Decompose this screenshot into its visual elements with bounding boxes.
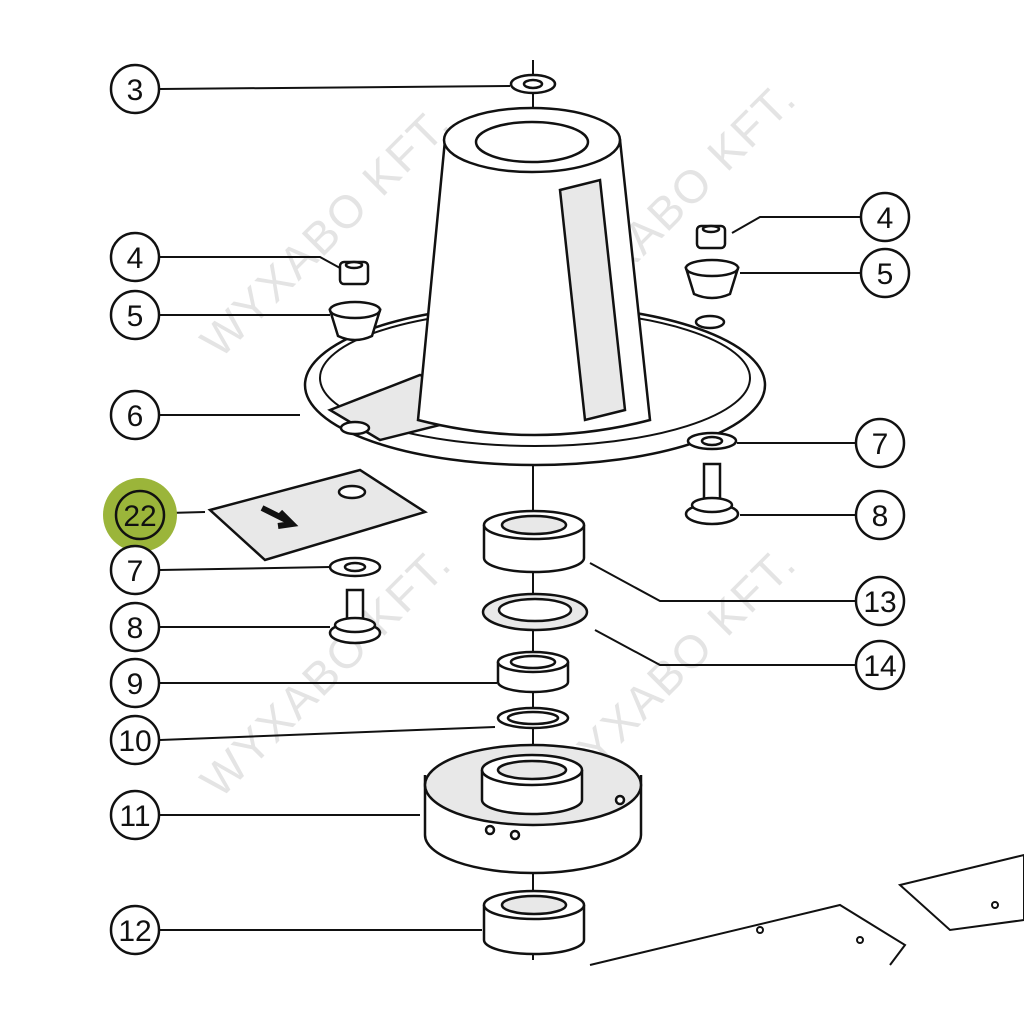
callout-4-left: 4	[109, 231, 341, 283]
callout-circle	[854, 489, 906, 541]
callout-label: 4	[127, 242, 144, 275]
part-8-bolt-right	[684, 462, 740, 526]
part-13-bearing	[482, 509, 586, 574]
callout-circle	[109, 904, 161, 956]
part-9-spacer	[496, 650, 570, 694]
callout-11: 11	[109, 789, 420, 841]
callout-label: 12	[118, 915, 151, 948]
callout-7-right: 7	[737, 417, 906, 469]
callout-circle	[854, 575, 906, 627]
callout-6: 6	[109, 389, 300, 441]
callout-label: 11	[119, 800, 150, 833]
part-7-washer-left	[328, 556, 382, 578]
part-5-cup-right	[684, 258, 740, 300]
callout-9: 9	[109, 657, 497, 709]
part-11-lower-housing	[423, 743, 643, 875]
highlight-marker	[103, 478, 177, 552]
callout-label: 4	[877, 202, 894, 235]
callout-label: 10	[118, 725, 151, 758]
callout-22: 22	[103, 478, 206, 552]
callout-3: 3	[109, 63, 511, 115]
callout-10: 10	[109, 714, 496, 766]
leader-line	[160, 256, 341, 269]
callout-circle	[859, 247, 911, 299]
callout-label: 8	[127, 612, 144, 645]
callout-circle	[109, 544, 161, 596]
callout-label: 7	[872, 428, 889, 461]
leader-line	[159, 85, 511, 90]
callout-13: 13	[589, 562, 906, 627]
part-5-cup-left	[328, 300, 382, 342]
callout-circle	[854, 417, 906, 469]
part-10-ring	[496, 706, 570, 730]
callout-circle	[109, 63, 161, 115]
callout-5-right: 5	[740, 247, 911, 299]
callout-circle	[109, 389, 161, 441]
leader-line	[159, 566, 331, 571]
callout-12: 12	[109, 904, 482, 956]
callout-label: 7	[127, 555, 144, 588]
callout-circle	[109, 601, 161, 653]
callout-label: 6	[127, 400, 144, 433]
leader-line	[731, 216, 860, 234]
leader-line	[594, 629, 855, 666]
callout-14: 14	[594, 629, 906, 691]
callout-circle	[109, 231, 161, 283]
callout-circle	[859, 191, 911, 243]
callout-7-left: 7	[109, 544, 331, 596]
callout-4-right: 4	[731, 191, 911, 243]
callout-8-right: 8	[740, 489, 906, 541]
callout-circle	[114, 489, 166, 541]
part-7-washer-right	[686, 431, 738, 451]
callout-label: 3	[127, 74, 144, 107]
callout-label: 5	[127, 300, 144, 333]
callout-label: 8	[872, 500, 889, 533]
callout-label: 14	[863, 650, 896, 683]
callout-label: 9	[127, 668, 144, 701]
callout-5-left: 5	[109, 289, 330, 341]
part-14-seal	[481, 592, 589, 632]
part-4-nut-right	[695, 224, 727, 250]
spindle-housing	[416, 106, 652, 437]
callout-circle	[109, 657, 161, 709]
part-12-bearing	[482, 889, 586, 956]
part-8-bolt-left	[328, 588, 382, 645]
callout-circle	[109, 289, 161, 341]
callout-8-left: 8	[109, 601, 330, 653]
callout-circle	[109, 714, 161, 766]
watermark: WYXABO KFT.	[190, 536, 461, 807]
callout-label: 5	[877, 258, 894, 291]
part-22-blade	[207, 468, 428, 562]
callout-circle	[109, 789, 161, 841]
mower-deck-fragment	[589, 853, 1024, 966]
callout-circle	[854, 639, 906, 691]
leader-line	[589, 562, 855, 602]
part-4-nut-left	[338, 260, 370, 286]
callout-label: 22	[123, 500, 156, 533]
callout-label: 13	[863, 586, 896, 619]
callouts: 3 4 5 6 22 7 8 9 10 11 12 4 5 7 8 13 14	[103, 63, 911, 956]
leader-line	[159, 726, 496, 741]
